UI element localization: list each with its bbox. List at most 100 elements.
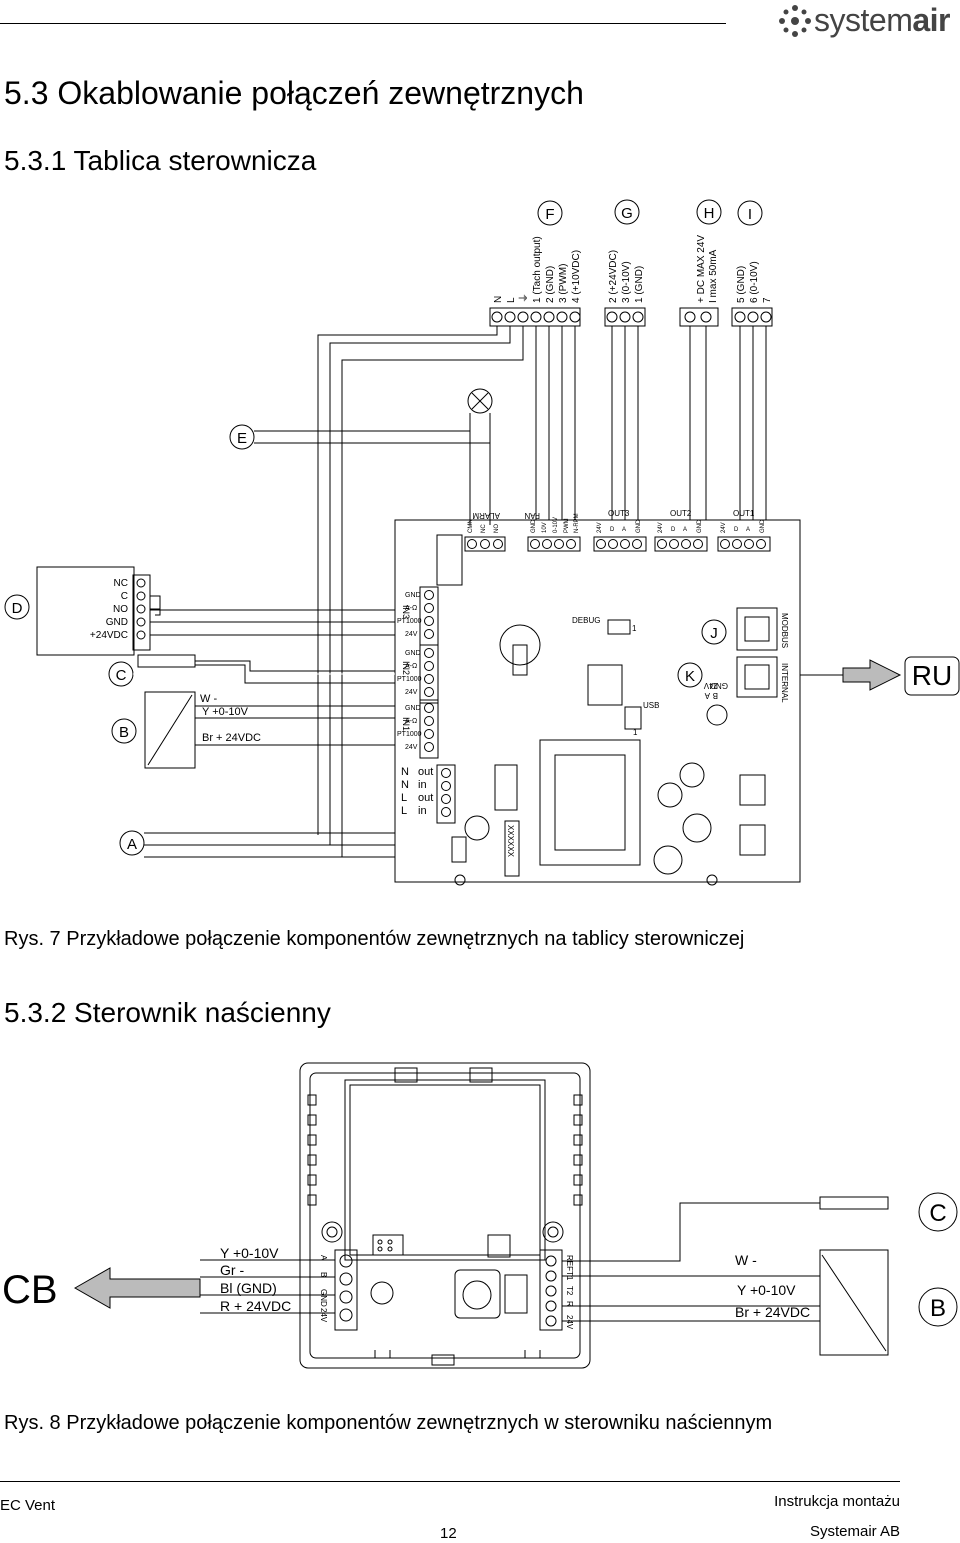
callout-b-label: B	[119, 724, 129, 741]
wires-g	[611, 326, 639, 520]
control-board	[394, 519, 801, 883]
svg-text:A: A	[319, 1255, 328, 1261]
ru-arrow	[842, 659, 902, 691]
svg-text:L: L	[506, 297, 517, 303]
svg-text:GND: GND	[636, 519, 642, 533]
modbus-rj-port	[736, 607, 778, 651]
svg-text:out: out	[418, 766, 433, 778]
callout-j-label: J	[710, 625, 718, 642]
left-wire-labels: Y +0-10V Gr - Bl (GND) R + 24VDC	[220, 1245, 291, 1314]
systemair-logo-icon	[779, 4, 812, 37]
svg-text:NC: NC	[481, 524, 487, 533]
figure-8-caption: Rys. 8 Przykładowe połączenie komponentó…	[4, 1412, 773, 1434]
svg-text:10V: 10V	[542, 522, 548, 533]
svg-text:L: L	[401, 805, 407, 817]
svg-text:REF: REF	[565, 1255, 574, 1271]
svg-text:out: out	[418, 792, 433, 804]
svg-text:GND: GND	[319, 1289, 328, 1307]
svg-text:GND: GND	[405, 650, 421, 657]
device-d-box	[36, 566, 135, 656]
power-terminal-labels: N out N in L out L in	[401, 766, 433, 817]
svg-text:GND: GND	[531, 519, 537, 533]
device-d-labels: NC C NO GND +24VDC	[90, 578, 128, 641]
callout-a	[119, 830, 145, 856]
svg-text:5 (GND): 5 (GND)	[736, 266, 747, 303]
board-header-labels: ALARM FAN OUT3 OUT2 OUT1	[472, 509, 755, 520]
subsection-2-title: 5.3.2 Sterownik naścienny	[4, 997, 331, 1028]
internal-rj-port	[736, 656, 778, 698]
svg-text:PT1000: PT1000	[397, 676, 422, 683]
svg-text:PT1000: PT1000	[397, 618, 422, 625]
svg-text:GND: GND	[760, 519, 766, 533]
callout-d	[4, 594, 30, 620]
callout-f	[537, 200, 563, 226]
svg-text:4 (+10VDC): 4 (+10VDC)	[571, 250, 582, 303]
callout-c-label: C	[116, 667, 127, 684]
svg-text:C: C	[121, 591, 128, 602]
svg-text:NC: NC	[114, 578, 128, 589]
wires-h	[689, 326, 707, 520]
lamp-icon	[467, 388, 493, 414]
svg-text:GND: GND	[405, 705, 421, 712]
svg-text:A-Ω: A-Ω	[405, 663, 417, 670]
svg-text:NO: NO	[113, 604, 128, 615]
subsection-1-title: 5.3.1 Tablica sterownicza	[4, 145, 317, 176]
svg-text:Y +0-10V: Y +0-10V	[737, 1282, 796, 1298]
right-pin-labels: REF T1 T2 R 24V	[565, 1255, 574, 1330]
svg-text:L: L	[401, 792, 407, 804]
top-terminal-labels: N L ⏚ 1 (Tach output) 2 (GND) 3 (PWM) 4 …	[493, 235, 773, 303]
wires-i	[739, 326, 767, 520]
svg-text:1 (Tach output): 1 (Tach output)	[532, 236, 543, 303]
section-title: 5.3 Okablowanie połączeń zewnętrznych	[4, 75, 584, 111]
cb-label: CB	[2, 1268, 58, 1312]
svg-text:I max 50mA: I max 50mA	[708, 249, 719, 303]
svg-text:D: D	[610, 527, 615, 533]
svg-text:A: A	[704, 691, 710, 700]
figure-7-caption: Rys. 7 Przykładowe połączenie komponentó…	[4, 928, 745, 950]
svg-text:B: B	[713, 691, 718, 700]
footer-doc-type: Instrukcja montażu	[774, 1493, 900, 1510]
svg-text:3 (PWM): 3 (PWM)	[558, 264, 569, 303]
svg-text:⏚: ⏚	[518, 293, 530, 303]
svg-text:N-RPM: N-RPM	[574, 513, 580, 533]
battery-icon	[499, 624, 541, 666]
svg-text:A-Ω: A-Ω	[405, 718, 417, 725]
svg-text:R + 24VDC: R + 24VDC	[220, 1298, 291, 1314]
callout-b	[111, 718, 137, 744]
svg-text:24V: 24V	[703, 681, 718, 690]
svg-text:1 (GND): 1 (GND)	[634, 266, 645, 303]
svg-text:2 (GND): 2 (GND)	[545, 266, 556, 303]
systemair-logo: systemair	[776, 2, 950, 39]
left-pin-labels: A B GND 24V	[319, 1255, 328, 1323]
display-window	[344, 1079, 546, 1261]
callout-g-label: G	[621, 205, 633, 222]
svg-text:+24VDC: +24VDC	[90, 630, 128, 641]
svg-text:24V: 24V	[319, 1308, 328, 1323]
svg-text:0-10V: 0-10V	[553, 517, 559, 533]
terminal-screws-h	[684, 311, 712, 323]
callout-e	[229, 424, 255, 450]
footer-product: EC Vent	[0, 1497, 56, 1514]
callout-k	[677, 662, 703, 688]
svg-text:N: N	[493, 296, 504, 303]
svg-text:Gr -: Gr -	[220, 1262, 244, 1278]
svg-text:A: A	[683, 527, 687, 533]
svg-text:IN3: IN3	[401, 605, 411, 619]
debug-label: DEBUG	[572, 616, 600, 625]
svg-text:A-Ω: A-Ω	[405, 605, 417, 612]
sensor-b-2-box	[819, 1249, 889, 1356]
svg-text:N: N	[401, 766, 409, 778]
callout-h	[696, 199, 722, 225]
terminal-block-h	[679, 307, 719, 327]
svg-text:in: in	[418, 805, 427, 817]
svg-text:CMN: CMN	[468, 519, 474, 533]
usb-label: USB	[643, 701, 659, 710]
svg-text:PWM: PWM	[564, 518, 570, 533]
svg-text:T2: T2	[565, 1286, 574, 1296]
callout-a-label: A	[127, 836, 137, 853]
callout-g	[614, 199, 640, 225]
svg-text:ALARM: ALARM	[472, 511, 500, 520]
svg-text:24V: 24V	[405, 631, 418, 638]
svg-text:in: in	[418, 779, 427, 791]
sensor-b-labels: W - Y +0-10V Br + 24VDC	[200, 693, 261, 744]
